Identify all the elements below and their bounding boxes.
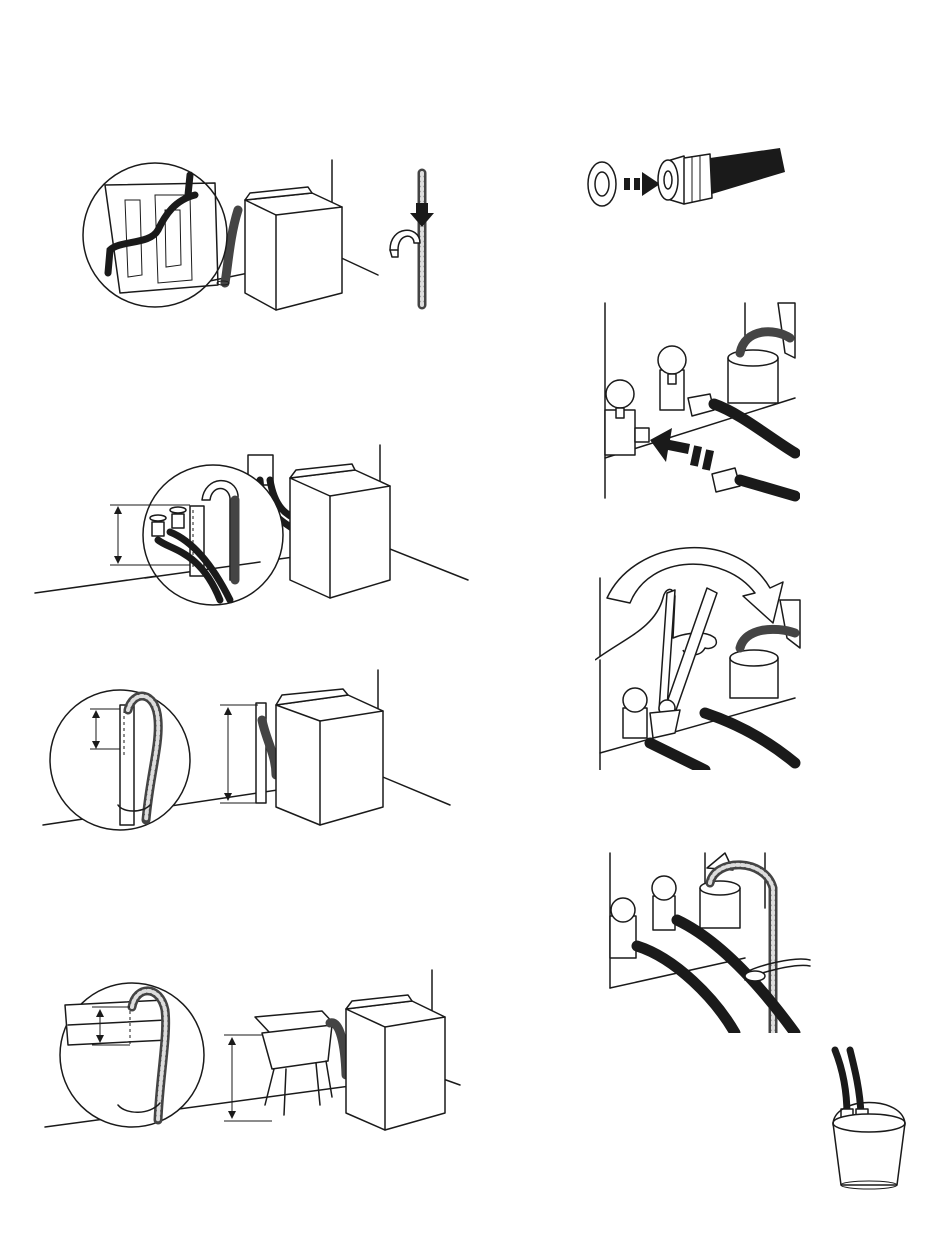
figure-hose-strap-secure bbox=[605, 848, 815, 1033]
curved-arrow-icon bbox=[607, 548, 783, 623]
height-dimension-icon bbox=[220, 705, 258, 803]
laundry-tub-icon bbox=[255, 1011, 346, 1115]
washer-back-panel-icon bbox=[83, 163, 227, 307]
inlet-hose-icon bbox=[688, 394, 795, 496]
figure-hose-to-faucet-attach bbox=[600, 298, 800, 503]
inlet-hose-icon bbox=[835, 1050, 868, 1119]
figure-pliers-tightening bbox=[595, 538, 805, 770]
faucet-valve-icon bbox=[605, 346, 686, 455]
figure-coupling-washer-insert bbox=[580, 140, 790, 220]
figure-drain-hose-removal bbox=[80, 155, 440, 315]
drain-pipe-icon bbox=[256, 703, 276, 803]
drain-hose-form-icon bbox=[390, 173, 422, 305]
figure-flush-hoses-bucket bbox=[825, 1045, 915, 1190]
figure-laundry-tub-drain bbox=[40, 965, 465, 1135]
figure-floor-drain bbox=[38, 665, 458, 835]
washer-icon bbox=[276, 689, 383, 825]
figure-standpipe-drain bbox=[30, 440, 475, 610]
washer-icon bbox=[290, 464, 390, 598]
arrow-right-icon bbox=[624, 172, 660, 196]
height-dimension-icon bbox=[224, 1035, 272, 1121]
washer-icon bbox=[346, 995, 445, 1130]
inlet-hose-coupling-icon bbox=[658, 148, 785, 204]
standpipe-icon bbox=[143, 465, 283, 605]
rubber-washer-icon bbox=[588, 162, 616, 206]
washer-icon bbox=[245, 187, 342, 310]
arrow-down-icon bbox=[410, 203, 434, 227]
